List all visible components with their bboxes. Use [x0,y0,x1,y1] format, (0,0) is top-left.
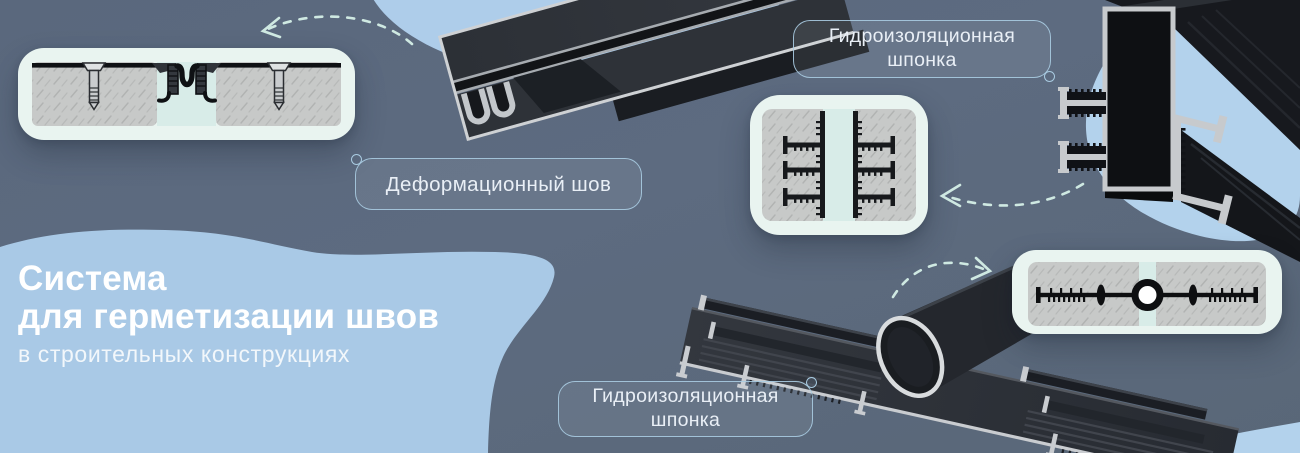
waterstop-right-section [1172,114,1300,262]
page-title: Система для герметизации швов в строител… [18,260,439,373]
label-waterstop-top: Гидроизоляционная шпонка [793,20,1055,82]
connector-dot-icon [351,154,362,165]
waterstop-vertical-section-card [750,95,928,235]
title-line-3: в строительных конструкциях [18,341,351,367]
label-waterstop-top-line1: Гидроизоляционная [828,25,1016,48]
waterstop-bulb-profile [1036,279,1258,311]
waterstop-horizontal-section-card [1012,250,1282,334]
arrow-to-waterstop-card-head [939,183,962,208]
arrow-to-waterstop-section-card-icon [891,261,988,299]
title-line-2: для герметизации швов [18,297,440,336]
label-deformation-joint: Деформационный шов [351,154,642,210]
waterstop-vertical-section-drawing [762,109,916,221]
connector-dot-icon [806,377,817,388]
waterstop-band [675,294,1239,453]
waterstop-left-arm-lower [1058,141,1106,173]
anchor-screw-right [266,62,292,111]
deformation-joint-3d-illustration [437,0,870,142]
anchor-screw-left [81,62,107,111]
arrow-to-waterstop-card-icon [944,182,1085,207]
arrow-to-deformation-card-icon [266,15,414,46]
label-waterstop-top-line2: шпонка [887,49,957,71]
waterstop-profile-body [1102,0,1300,202]
title-line-1: Система [18,259,167,298]
blob-bottom-left [0,229,555,453]
waterstop-3d-illustration-bottom [675,258,1239,453]
label-waterstop-bottom: Гидроизоляционная шпонка [558,377,817,437]
joint-profile [152,63,221,103]
connector-dot-icon [1044,71,1055,82]
waterstop-horizontal-section-drawing [1028,262,1266,326]
waterstop-left-arm-upper [1058,87,1106,119]
deformation-joint-section-card [18,48,355,140]
label-waterstop-bottom-line2: шпонка [650,409,721,431]
deformation-joint-section-drawing [32,62,341,126]
arrow-to-waterstop-section-card-head [970,256,993,281]
arrow-to-deformation-card-head [260,16,282,39]
waterstop-arms [783,121,895,216]
label-deformation-joint-text: Деформационный шов [385,172,612,196]
label-waterstop-bottom-line1: Гидроизоляционная [592,385,779,408]
waterstop-3d-illustration-top [1058,0,1300,262]
